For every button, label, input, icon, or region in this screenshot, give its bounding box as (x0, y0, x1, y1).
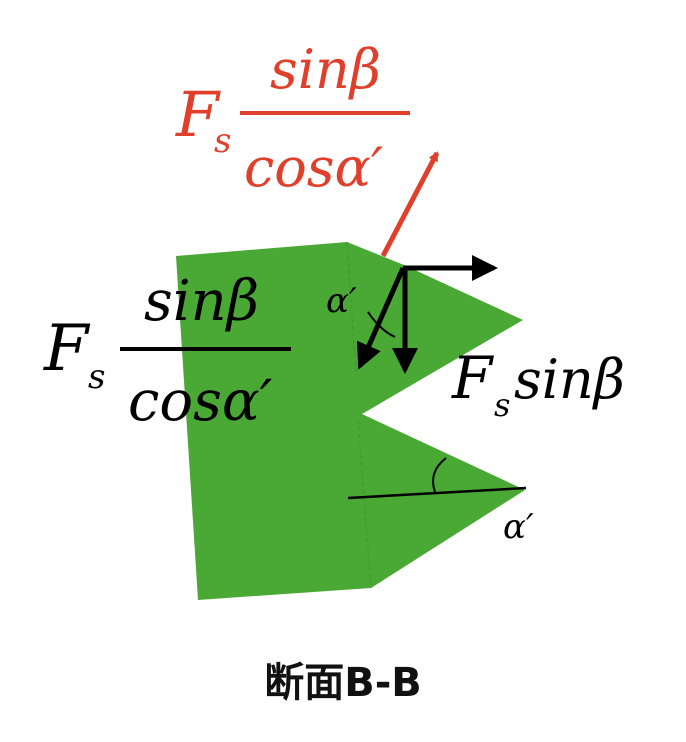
black-sub: s (88, 357, 105, 397)
vertical-force-label: F s sinβ (451, 344, 625, 424)
vert-rest: sinβ (514, 348, 625, 411)
vert-sub: s (494, 386, 510, 424)
red-F: F (175, 78, 221, 151)
black-F: F (43, 312, 91, 386)
black-denominator: cosα′ (128, 369, 273, 434)
section-caption: 断面B-B (264, 660, 422, 706)
red-force-label: F s sinβ cosα′ (175, 38, 410, 199)
black-force-label: F s sinβ cosα′ (43, 269, 291, 434)
red-sub: s (214, 121, 231, 161)
section-edge (346, 241, 357, 373)
vert-F: F (451, 344, 494, 412)
normal-force-arrow (356, 266, 406, 370)
black-numerator: sinβ (144, 269, 259, 334)
upper-angle-label: α′ (326, 281, 357, 321)
red-denominator: cosα′ (244, 136, 383, 199)
section-body (176, 242, 525, 600)
red-numerator: sinβ (270, 38, 381, 101)
upper-angle-arc (367, 311, 396, 338)
lower-angle-label: α′ (503, 507, 534, 547)
red-force-arrow (380, 151, 440, 258)
section-edge (357, 419, 372, 589)
lower-reference-line (347, 486, 527, 500)
lower-angle-arc (432, 457, 447, 493)
